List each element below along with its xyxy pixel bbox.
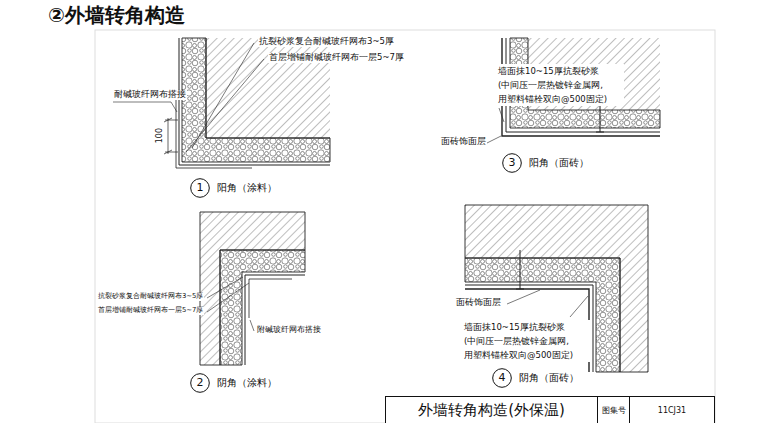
- detail-number: 1: [190, 178, 210, 198]
- circle-outline: [191, 374, 210, 393]
- circle-outline: [191, 179, 210, 198]
- detail-caption: 阴角（面砖）: [518, 372, 580, 384]
- callout-number: 3: [502, 157, 522, 169]
- detail-2-drawing-part: [245, 275, 305, 365]
- material-note: 首层增铺耐碱玻纤网布一层5~7厚: [97, 307, 204, 315]
- material-note: 抗裂砂浆复合耐碱玻纤网布3~5厚: [258, 37, 395, 47]
- image-frame: [95, 30, 715, 423]
- detail-2-drawing: [200, 212, 305, 365]
- callout-number: 2: [190, 377, 210, 389]
- material-note: 抗裂砂浆复合耐碱玻纤网布3~5厚: [97, 293, 204, 301]
- detail-2-drawing-part: [207, 277, 254, 331]
- title-block: 外墙转角构造(外保温)图集号11CJ31: [385, 396, 715, 423]
- detail-1-drawing-part: [113, 43, 264, 152]
- material-note: 面砖饰面层: [455, 298, 502, 308]
- detail-1-drawing-part: [176, 96, 252, 168]
- callout-number: 1: [190, 182, 210, 194]
- material-note: 附碱玻纤网布搭接: [256, 325, 322, 334]
- detail-caption: 阳角（面砖）: [528, 157, 590, 169]
- detail-3-drawing: [487, 38, 660, 143]
- callout-number: 4: [492, 372, 512, 384]
- dimension: 100: [155, 127, 164, 144]
- detail-3-drawing-part: [487, 108, 504, 143]
- title-block-cell: 图集号: [597, 397, 629, 423]
- detail-4-drawing-part: [507, 290, 588, 317]
- circle-outline: [493, 369, 512, 388]
- title-block-cell: 11CJ31: [629, 397, 714, 423]
- detail-2-drawing-part: [249, 279, 292, 318]
- material-note: 耐碱玻纤网布搭接: [113, 90, 187, 100]
- material-note: 墙面抹10~15厚抗裂砂浆 (中间压一层热镀锌金属网, 用塑料锚栓双向@500固…: [463, 320, 590, 362]
- material-note: 首层增铺耐碱玻纤网布一层5~7厚: [268, 53, 405, 63]
- detail-number: 4: [492, 368, 512, 388]
- drawing-title: 外墙转角构造(外保温): [386, 397, 597, 423]
- detail-caption: 阳角（涂料）: [216, 182, 278, 194]
- detail-4-drawing-part: [516, 250, 524, 289]
- circle-outline: [503, 154, 522, 173]
- detail-number: 3: [502, 153, 522, 173]
- detail-caption: 阴角（涂料）: [216, 377, 278, 389]
- slide-title: ②外墙转角构造: [48, 2, 185, 29]
- detail-2-drawing-part: [200, 212, 305, 365]
- detail-number: 2: [190, 373, 210, 393]
- material-note: 面砖饰面层: [440, 137, 487, 147]
- detail-2-drawing-part: [220, 250, 305, 365]
- material-note: 墙面抹10~15厚抗裂砂浆 (中间压一层热镀锌金属网, 用塑料锚栓双向@500固…: [497, 64, 624, 106]
- detail-1-drawing-part: [164, 118, 178, 154]
